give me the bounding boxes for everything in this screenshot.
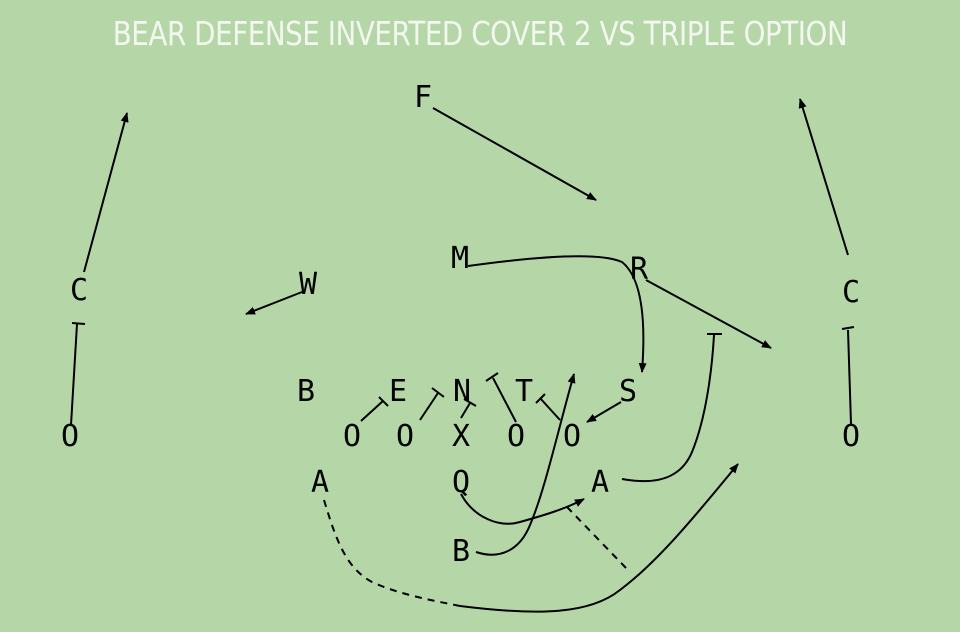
quarterback-pitch-read bbox=[566, 506, 627, 569]
player-will-lb: W bbox=[299, 267, 318, 302]
quarterback-ride bbox=[460, 493, 585, 525]
player-center: X bbox=[452, 419, 470, 454]
player-mike-lb: M bbox=[451, 241, 469, 276]
defense-routes bbox=[83, 98, 849, 423]
player-left-tackle: O bbox=[343, 419, 361, 454]
left-receiver-block bbox=[70, 322, 86, 426]
player-free-safety: F bbox=[414, 80, 432, 115]
free-safety-route bbox=[432, 107, 597, 201]
player-right-receiver: O bbox=[842, 419, 860, 454]
left-back-pitch-path bbox=[323, 499, 461, 607]
player-right-back: A bbox=[591, 465, 609, 500]
mike-lb-route bbox=[467, 255, 647, 373]
left-guard-block bbox=[419, 387, 445, 421]
player-right-tackle: O bbox=[563, 419, 581, 454]
player-nose: N bbox=[453, 374, 471, 409]
will-lb-route bbox=[245, 291, 303, 315]
player-left-end: E bbox=[389, 374, 407, 409]
player-left-guard: O bbox=[396, 419, 414, 454]
defense-players: F M R W C C B E N T S bbox=[70, 80, 860, 409]
left-tackle-block bbox=[360, 396, 389, 422]
player-quarterback: Q bbox=[452, 465, 470, 500]
right-tackle-block bbox=[535, 393, 561, 421]
right-guard-block bbox=[485, 372, 517, 423]
player-strong-end: S bbox=[619, 374, 637, 409]
player-left-corner: C bbox=[70, 273, 88, 308]
right-receiver-block bbox=[841, 326, 855, 425]
left-corner-route bbox=[83, 112, 129, 273]
center-block bbox=[460, 398, 477, 419]
player-right-guard: O bbox=[507, 419, 525, 454]
offense-players: O O O X O O O A Q A B bbox=[61, 419, 860, 569]
player-rover: R bbox=[630, 252, 649, 287]
diagram-title: BEAR DEFENSE INVERTED COVER 2 VS TRIPLE … bbox=[112, 14, 848, 53]
player-tackle: T bbox=[515, 374, 533, 409]
left-back-pitch-route bbox=[459, 463, 739, 613]
player-left-receiver: O bbox=[61, 419, 79, 454]
player-left-back: A bbox=[311, 465, 329, 500]
rover-route bbox=[645, 279, 772, 349]
strong-end-route bbox=[586, 401, 622, 423]
player-fullback: B bbox=[452, 534, 470, 569]
right-back-route bbox=[621, 333, 722, 483]
offense-routes bbox=[70, 322, 855, 613]
right-corner-route bbox=[798, 98, 849, 256]
player-right-corner: C bbox=[842, 275, 860, 310]
player-buck: B bbox=[297, 374, 315, 409]
fullback-route bbox=[475, 373, 576, 556]
